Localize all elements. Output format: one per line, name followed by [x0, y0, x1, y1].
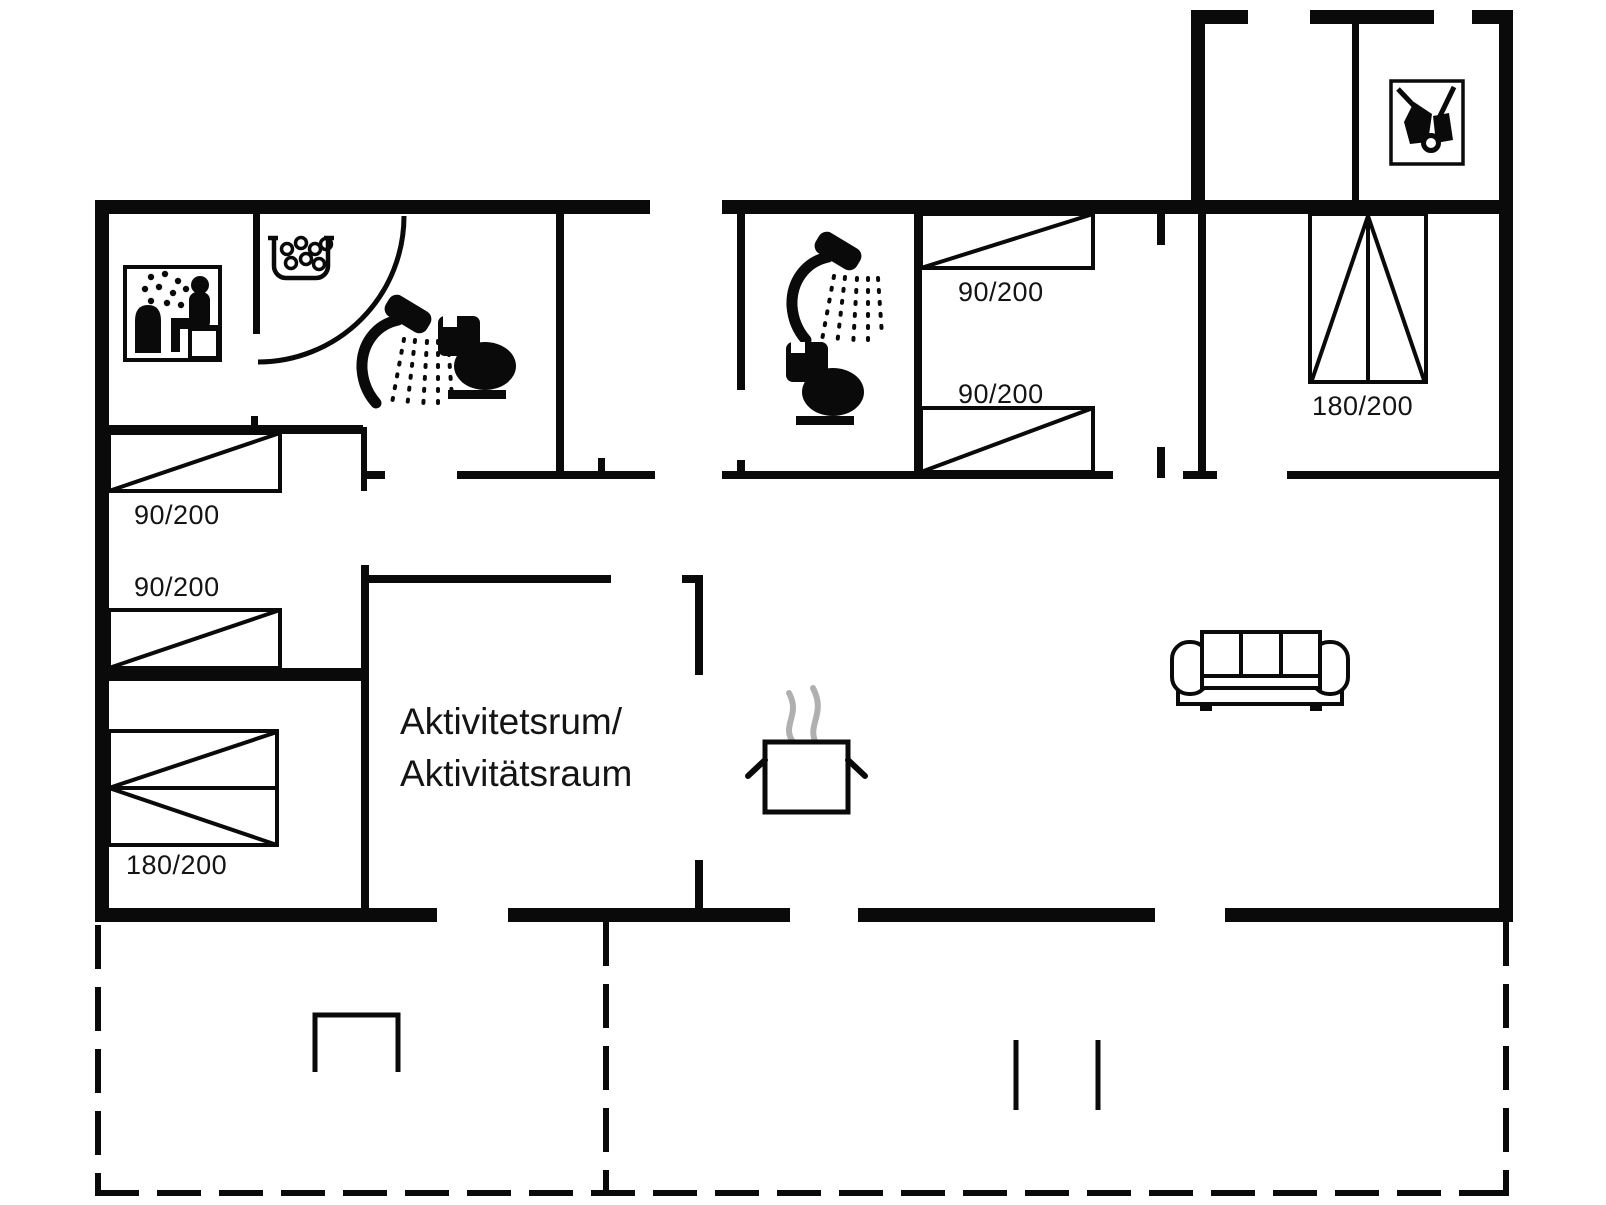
- bed-left-middle: [107, 608, 282, 670]
- bed-size-label: 90/200: [958, 379, 1044, 409]
- grill-icon: [312, 1012, 401, 1072]
- bed-middle-top: [919, 212, 1095, 270]
- bed-size-label: 90/200: [134, 572, 220, 602]
- cooking-pot-icon: [745, 685, 868, 815]
- interior-walls: [95, 24, 1499, 908]
- activity-room-label-line1: Aktivitetsrum/: [400, 701, 623, 742]
- wood-stove-tools-icon: [1389, 79, 1465, 166]
- bed-middle-bottom: [919, 406, 1095, 474]
- whirlpool-icon: [268, 235, 334, 281]
- toilet-icon: [438, 316, 516, 399]
- bed-size-label: 180/200: [1312, 391, 1414, 421]
- terrace-boundary: [95, 922, 1510, 1196]
- bed-size-label: 90/200: [958, 277, 1044, 307]
- terrace-step-marks: [1013, 1040, 1101, 1110]
- outer-walls: [95, 10, 1513, 922]
- bed-left-double: [107, 729, 279, 847]
- shower-icon-2: [792, 228, 882, 347]
- bed-size-label: 90/200: [134, 500, 220, 530]
- sauna-icon: [123, 265, 222, 362]
- activity-room-label-line2: Aktivitätsraum: [400, 753, 633, 794]
- bed-left-top: [107, 431, 282, 493]
- beds: [107, 212, 1428, 847]
- toilet-icon-2: [786, 342, 864, 425]
- sofa-icon: [1170, 630, 1350, 711]
- door-swing-arc: [257, 215, 407, 365]
- activity-room-label: Aktivitetsrum/ Aktivitätsraum: [400, 696, 632, 800]
- bed-size-label: 180/200: [126, 850, 228, 880]
- bed-right-double: [1308, 212, 1428, 384]
